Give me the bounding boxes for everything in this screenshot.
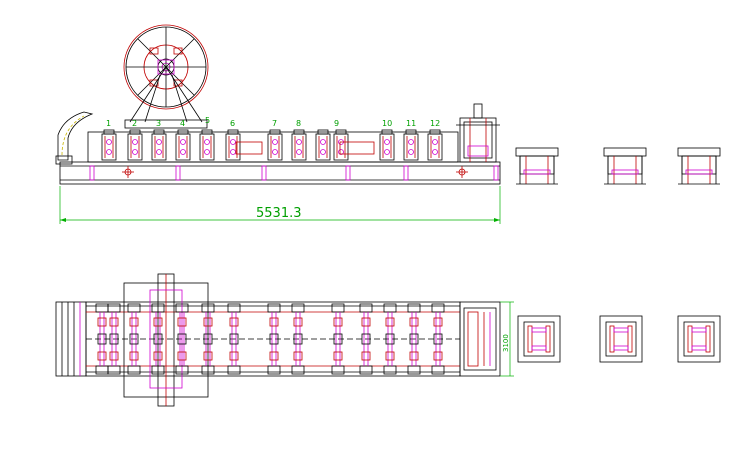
roll-stations-plan	[95, 303, 445, 375]
roll-station-plan	[407, 303, 421, 375]
plan-frame	[85, 301, 461, 377]
gearbox	[235, 141, 263, 155]
roll-station-plan	[291, 303, 305, 375]
roll-station-side	[127, 129, 143, 161]
plan-end-view-3	[677, 315, 721, 363]
decoiler-reel	[123, 24, 209, 129]
plan-end-view-1	[517, 315, 561, 363]
side-elevation: 1 2 3 4 5 6 7 8 9 10 11 12	[55, 24, 501, 224]
station-label: 9	[334, 119, 339, 128]
station-label: 4	[180, 119, 185, 128]
roll-station-plan	[127, 303, 141, 375]
station-label: 3	[156, 119, 161, 128]
end-view-stands	[515, 147, 721, 185]
station-label: 2	[132, 119, 137, 128]
station-label: 7	[272, 119, 277, 128]
roll-station-side	[315, 129, 331, 161]
roll-station-side	[225, 129, 241, 161]
plan-width-label: 3100	[502, 334, 510, 352]
station-labels: 1 2 3 4 5 6 7 8 9 10 11 12	[106, 116, 440, 128]
roll-station-side	[291, 129, 307, 161]
roll-station-plan	[107, 303, 121, 375]
roll-stations-side	[101, 129, 443, 161]
roll-station-plan	[95, 303, 109, 375]
station-label: 8	[296, 119, 301, 128]
station-label: 11	[406, 119, 416, 128]
roll-station-side	[403, 129, 419, 161]
roll-station-side	[379, 129, 395, 161]
roll-station-plan	[431, 303, 445, 375]
plan-view: 3100	[55, 273, 514, 407]
roll-station-side	[199, 129, 215, 161]
roll-station-side	[267, 129, 283, 161]
roll-station-side	[175, 129, 191, 161]
station-label: 1	[106, 119, 111, 128]
end-view-stand-2	[603, 147, 647, 185]
plan-decoiler	[123, 273, 209, 407]
roll-station-plan	[383, 303, 397, 375]
gearbox	[339, 141, 375, 155]
roll-station-plan	[201, 303, 215, 375]
plan-entry-guide	[55, 301, 87, 377]
end-view-stand-1	[515, 147, 559, 185]
machine-frame	[59, 131, 501, 185]
station-label: 12	[430, 119, 440, 128]
station-label: 5	[205, 116, 210, 125]
length-dimension: 5531.3	[59, 186, 501, 224]
roll-station-plan	[151, 303, 165, 375]
roll-station-side	[151, 129, 167, 161]
plan-end-views	[517, 315, 721, 363]
width-dimension: 3100	[500, 301, 514, 377]
roll-station-plan	[267, 303, 281, 375]
roll-station-plan	[331, 303, 345, 375]
end-view-stand-3	[677, 147, 721, 185]
roll-station-plan	[227, 303, 241, 375]
plan-end-view-2	[599, 315, 643, 363]
overall-length-label: 5531.3	[256, 206, 302, 221]
entry-guide	[55, 111, 94, 165]
station-label: 6	[230, 119, 235, 128]
roll-station-plan	[175, 303, 189, 375]
roll-station-side	[333, 129, 349, 161]
plan-cutter	[459, 301, 501, 377]
roll-station-side	[427, 129, 443, 161]
roll-station-plan	[359, 303, 373, 375]
station-label: 10	[382, 119, 392, 128]
cutter-unit	[456, 103, 500, 163]
roll-station-side	[101, 129, 117, 161]
